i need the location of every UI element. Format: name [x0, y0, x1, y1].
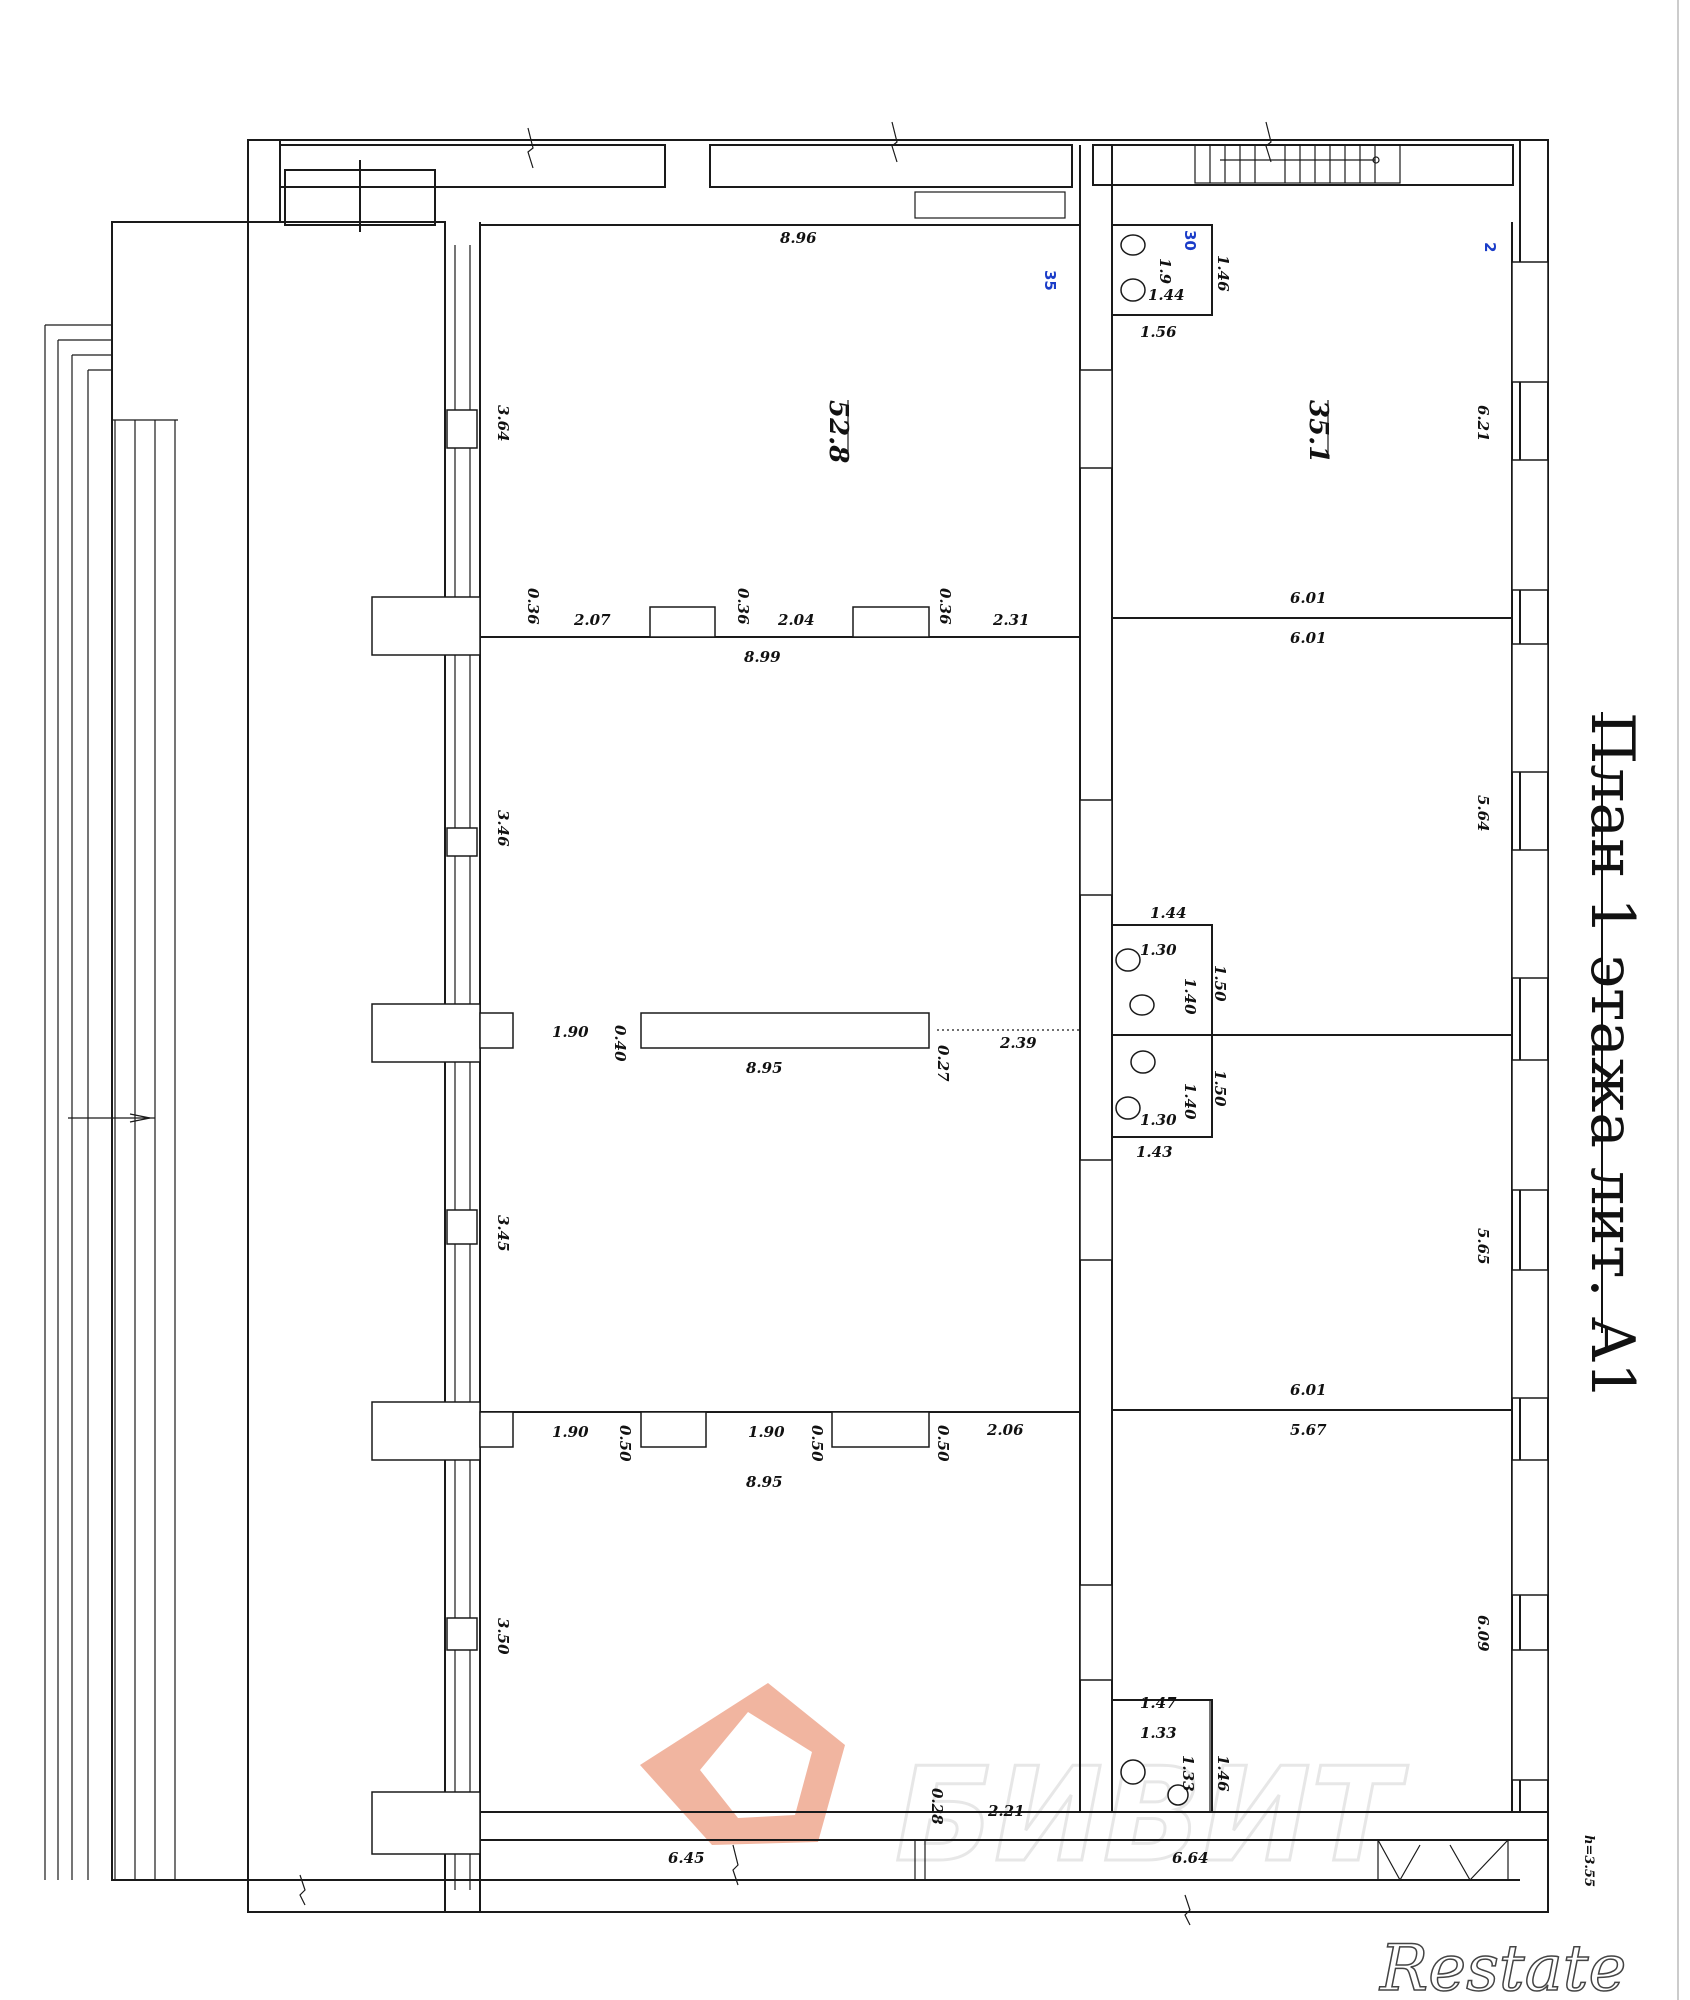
dimension-label: 6.01 — [1290, 1381, 1327, 1399]
dimension-label: 1.43 — [1136, 1143, 1173, 1161]
dimension-label: 1.33 — [1179, 1755, 1197, 1792]
dimension-label: 1.33 — [1140, 1724, 1177, 1742]
dimension-label: 5.65 — [1474, 1228, 1492, 1265]
dimension-label: 1.44 — [1150, 904, 1187, 922]
dimension-label: 1.47 — [1140, 1694, 1177, 1712]
dimension-label: 3.64 — [494, 405, 512, 442]
dimension-label: 0.50 — [616, 1425, 634, 1462]
dimension-label: 5.67 — [1290, 1421, 1327, 1439]
dimension-label: 0.40 — [611, 1025, 629, 1062]
dimension-label: 2.04 — [777, 611, 815, 629]
dimension-label: 8.95 — [746, 1059, 783, 1077]
dimension-label: 0.36 — [524, 588, 542, 625]
dimension-label: 0.27 — [934, 1045, 952, 1082]
plan-title: План 1 этажа лит. А1 — [1577, 712, 1647, 1400]
break-mark — [891, 121, 898, 163]
dimension-label: 6.01 — [1290, 629, 1327, 647]
dimension-label: 0.50 — [934, 1425, 952, 1462]
left-wall — [371, 222, 481, 1912]
top-corridor — [279, 144, 666, 188]
room-number: 35 — [1041, 270, 1059, 291]
dimension-label: 1.90 — [552, 1423, 589, 1441]
room-labels: 35 52.8 2 35.1 30 1.9 — [823, 230, 1499, 463]
dimension-label: 0.28 — [928, 1788, 946, 1825]
watermark-text: БИВИТ — [895, 1739, 1409, 1891]
dimension-label: 1.50 — [1211, 1070, 1229, 1107]
brand-watermark: Restate — [1379, 1932, 1626, 2000]
dimension-label: 6.64 — [1172, 1849, 1209, 1867]
dimension-label: 3.45 — [494, 1215, 512, 1252]
level-mark: h=3.55 — [1581, 1835, 1596, 1887]
wc-room — [1111, 1699, 1213, 1813]
dimension-label: 2.07 — [573, 611, 611, 629]
dimension-label: 1.30 — [1140, 1111, 1177, 1129]
top-corridor — [1092, 144, 1514, 186]
wc-room — [1111, 224, 1213, 316]
dimension-label: 6.09 — [1474, 1615, 1492, 1652]
dimension-label: 1.30 — [1140, 941, 1177, 959]
wc-room — [1111, 1034, 1213, 1138]
dimension-label: 5.64 — [1474, 795, 1492, 832]
dimension-label: 0.50 — [808, 1425, 826, 1462]
pilaster — [371, 596, 481, 656]
dimension-label: 0.36 — [734, 588, 752, 625]
dimension-label: 1.44 — [1148, 286, 1185, 304]
dimension-label: 1.40 — [1181, 1083, 1199, 1120]
dimension-label: 8.99 — [744, 648, 781, 666]
dimensions: 8.96 3.64 0.36 2.07 0.36 2.04 0.36 2.31 … — [494, 229, 1492, 1867]
room-number: 2 — [1481, 242, 1499, 252]
dimension-label: 6.21 — [1474, 405, 1492, 442]
dimension-label: 8.95 — [746, 1473, 783, 1491]
pilaster — [371, 1791, 481, 1855]
break-mark — [1184, 1894, 1191, 1926]
dimension-label: 6.45 — [668, 1849, 705, 1867]
pilaster — [371, 1003, 481, 1063]
dimension-label: 1.90 — [748, 1423, 785, 1441]
title-text: План 1 этажа лит. А1 — [1577, 712, 1647, 1400]
dimension-label: 1.50 — [1211, 965, 1229, 1002]
dimension-label: 1.56 — [1140, 323, 1177, 341]
room-area: 1.9 — [1156, 258, 1174, 285]
dimension-label: 8.96 — [780, 229, 817, 247]
dimension-label: 3.46 — [494, 810, 512, 847]
dimension-label: 2.39 — [999, 1034, 1037, 1052]
staircase — [1194, 144, 1401, 184]
dimension-label: 0.36 — [936, 588, 954, 625]
left-gallery — [44, 221, 446, 1881]
watermark-logo — [640, 1683, 845, 1845]
room-number: 30 — [1181, 230, 1199, 251]
dimension-label: 6.01 — [1290, 589, 1327, 607]
dimension-label: 1.90 — [552, 1023, 589, 1041]
break-mark — [1265, 121, 1272, 163]
dimension-label: 1.40 — [1181, 978, 1199, 1015]
wc-blocks — [1111, 224, 1213, 1813]
interior-walls — [479, 145, 1549, 1881]
break-mark — [527, 127, 534, 169]
dimension-label: 1.46 — [1214, 255, 1232, 292]
top-corridor — [709, 144, 1073, 188]
dimension-label: 1.46 — [1214, 1755, 1232, 1792]
watermark: БИВИТ — [640, 1683, 1410, 1893]
dimension-label: 2.06 — [986, 1421, 1024, 1439]
dimension-label: 2.21 — [987, 1802, 1025, 1820]
break-mark — [732, 1844, 739, 1886]
break-mark — [299, 1874, 306, 1906]
dimension-label: 3.50 — [494, 1618, 512, 1655]
pilaster — [371, 1401, 481, 1461]
dimension-label: 2.31 — [992, 611, 1030, 629]
